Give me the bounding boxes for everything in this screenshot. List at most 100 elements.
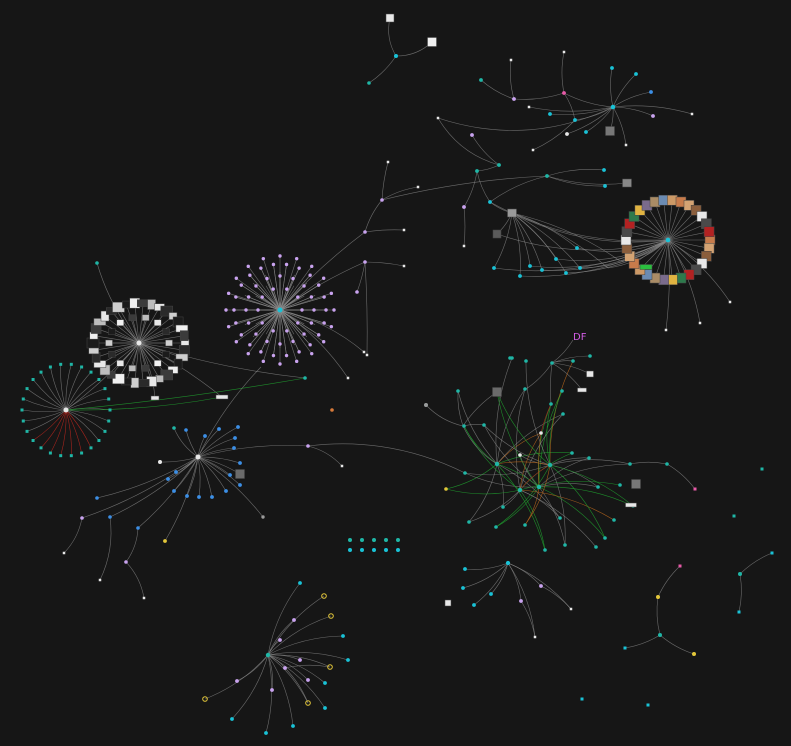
media-thumbnail[interactable] (160, 369, 173, 381)
hub-node[interactable] (236, 425, 240, 429)
fan-leaf[interactable] (39, 446, 43, 450)
network-thumbnail[interactable] (444, 599, 452, 607)
fan-leaf[interactable] (21, 397, 25, 401)
fan-leaf[interactable] (80, 451, 84, 455)
starburst-node[interactable] (309, 295, 314, 299)
starburst-node[interactable] (332, 308, 336, 312)
graph-node[interactable] (303, 376, 307, 380)
leaf-node[interactable] (416, 185, 420, 189)
starburst-node[interactable] (312, 308, 316, 312)
lower-node[interactable] (489, 592, 493, 596)
hub-node[interactable] (163, 539, 167, 543)
media-thumbnail[interactable] (165, 339, 173, 347)
media-thumbnail[interactable] (130, 377, 140, 389)
fan-leaf[interactable] (21, 419, 25, 423)
media-thumbnail[interactable] (100, 310, 110, 322)
starburst-node[interactable] (246, 295, 251, 299)
network-node[interactable] (444, 487, 448, 491)
grid-node[interactable] (372, 538, 376, 542)
starburst-node[interactable] (239, 333, 244, 337)
fan-leaf[interactable] (59, 454, 63, 458)
leaf-node[interactable] (98, 578, 102, 582)
image-sub-node[interactable] (540, 268, 544, 272)
tree-node[interactable] (573, 118, 577, 122)
media-hub[interactable] (136, 340, 142, 346)
network-node[interactable] (523, 523, 527, 527)
hub-node[interactable] (172, 426, 176, 430)
starburst-node[interactable] (309, 321, 314, 325)
tree-node[interactable] (634, 72, 638, 76)
network-node[interactable] (462, 424, 466, 428)
sparse-node[interactable] (658, 633, 662, 637)
starburst-node[interactable] (246, 351, 250, 356)
bottom-ring-node[interactable] (327, 664, 333, 670)
hub-node[interactable] (238, 461, 242, 465)
hub-node[interactable] (174, 470, 178, 474)
fan-leaf[interactable] (80, 365, 84, 369)
fan-leaf[interactable] (69, 362, 73, 366)
network-hub[interactable] (517, 487, 523, 493)
starburst-node[interactable] (316, 283, 321, 287)
fan-leaf[interactable] (48, 451, 52, 455)
bottom-ring-node[interactable] (328, 613, 334, 619)
network-node[interactable] (594, 545, 598, 549)
hub-node[interactable] (124, 560, 128, 564)
media-thumbnail[interactable] (128, 365, 137, 372)
starburst-node[interactable] (284, 262, 289, 267)
graph-node[interactable] (475, 169, 479, 173)
fan-leaf[interactable] (103, 429, 107, 433)
media-thumbnail[interactable] (141, 314, 150, 321)
starburst-node[interactable] (239, 283, 244, 287)
starburst-node[interactable] (308, 273, 312, 277)
hub-node[interactable] (136, 526, 140, 530)
lower-node[interactable] (461, 586, 465, 590)
image-sub-node[interactable] (492, 266, 496, 270)
hub-node[interactable] (306, 444, 310, 448)
network-hub[interactable] (547, 462, 553, 468)
starburst-node[interactable] (254, 284, 258, 288)
bottom-node[interactable] (270, 688, 274, 692)
leaf-node[interactable] (562, 50, 566, 54)
image-sub-node[interactable] (575, 246, 579, 250)
bottom-node[interactable] (283, 666, 287, 670)
fan-hub[interactable] (63, 407, 69, 413)
network-node[interactable] (501, 505, 505, 509)
network-node[interactable] (603, 536, 607, 540)
starburst-node[interactable] (271, 262, 276, 267)
starburst-node[interactable] (271, 287, 275, 291)
network-node[interactable] (693, 487, 697, 491)
hub-node[interactable] (166, 477, 170, 481)
sparse-node[interactable] (770, 551, 774, 555)
fan-leaf[interactable] (97, 439, 101, 443)
image-thumbnail[interactable] (703, 226, 715, 237)
media-thumbnail[interactable] (116, 319, 125, 326)
starburst-node[interactable] (261, 256, 266, 261)
media-thumbnail[interactable] (108, 328, 116, 335)
fan-leaf[interactable] (89, 446, 93, 450)
starburst-hub[interactable] (277, 307, 283, 313)
bottom-node[interactable] (323, 681, 327, 685)
sparse-node[interactable] (692, 652, 696, 656)
starburst-node[interactable] (265, 339, 269, 344)
network-thumbnail[interactable] (586, 370, 594, 378)
starburst-node[interactable] (248, 343, 252, 347)
media-thumbnail[interactable] (141, 365, 150, 372)
leaf-node[interactable] (462, 244, 466, 248)
tree-node[interactable] (651, 114, 655, 118)
bottom-node[interactable] (346, 658, 350, 662)
tree-node[interactable] (610, 66, 614, 70)
fan-leaf[interactable] (69, 454, 73, 458)
bottom-node[interactable] (341, 634, 345, 638)
bottom-node[interactable] (264, 731, 268, 735)
starburst-node[interactable] (259, 350, 263, 354)
media-thumbnail[interactable] (153, 360, 162, 367)
starburst-node[interactable] (310, 351, 314, 356)
network-node[interactable] (539, 431, 543, 435)
network-node[interactable] (561, 412, 565, 416)
network-node[interactable] (424, 403, 428, 407)
hub-node[interactable] (203, 434, 207, 438)
media-thumbnail[interactable] (122, 300, 131, 309)
starburst-node[interactable] (285, 287, 289, 291)
network-node[interactable] (563, 543, 567, 547)
hub-node[interactable] (238, 483, 242, 487)
